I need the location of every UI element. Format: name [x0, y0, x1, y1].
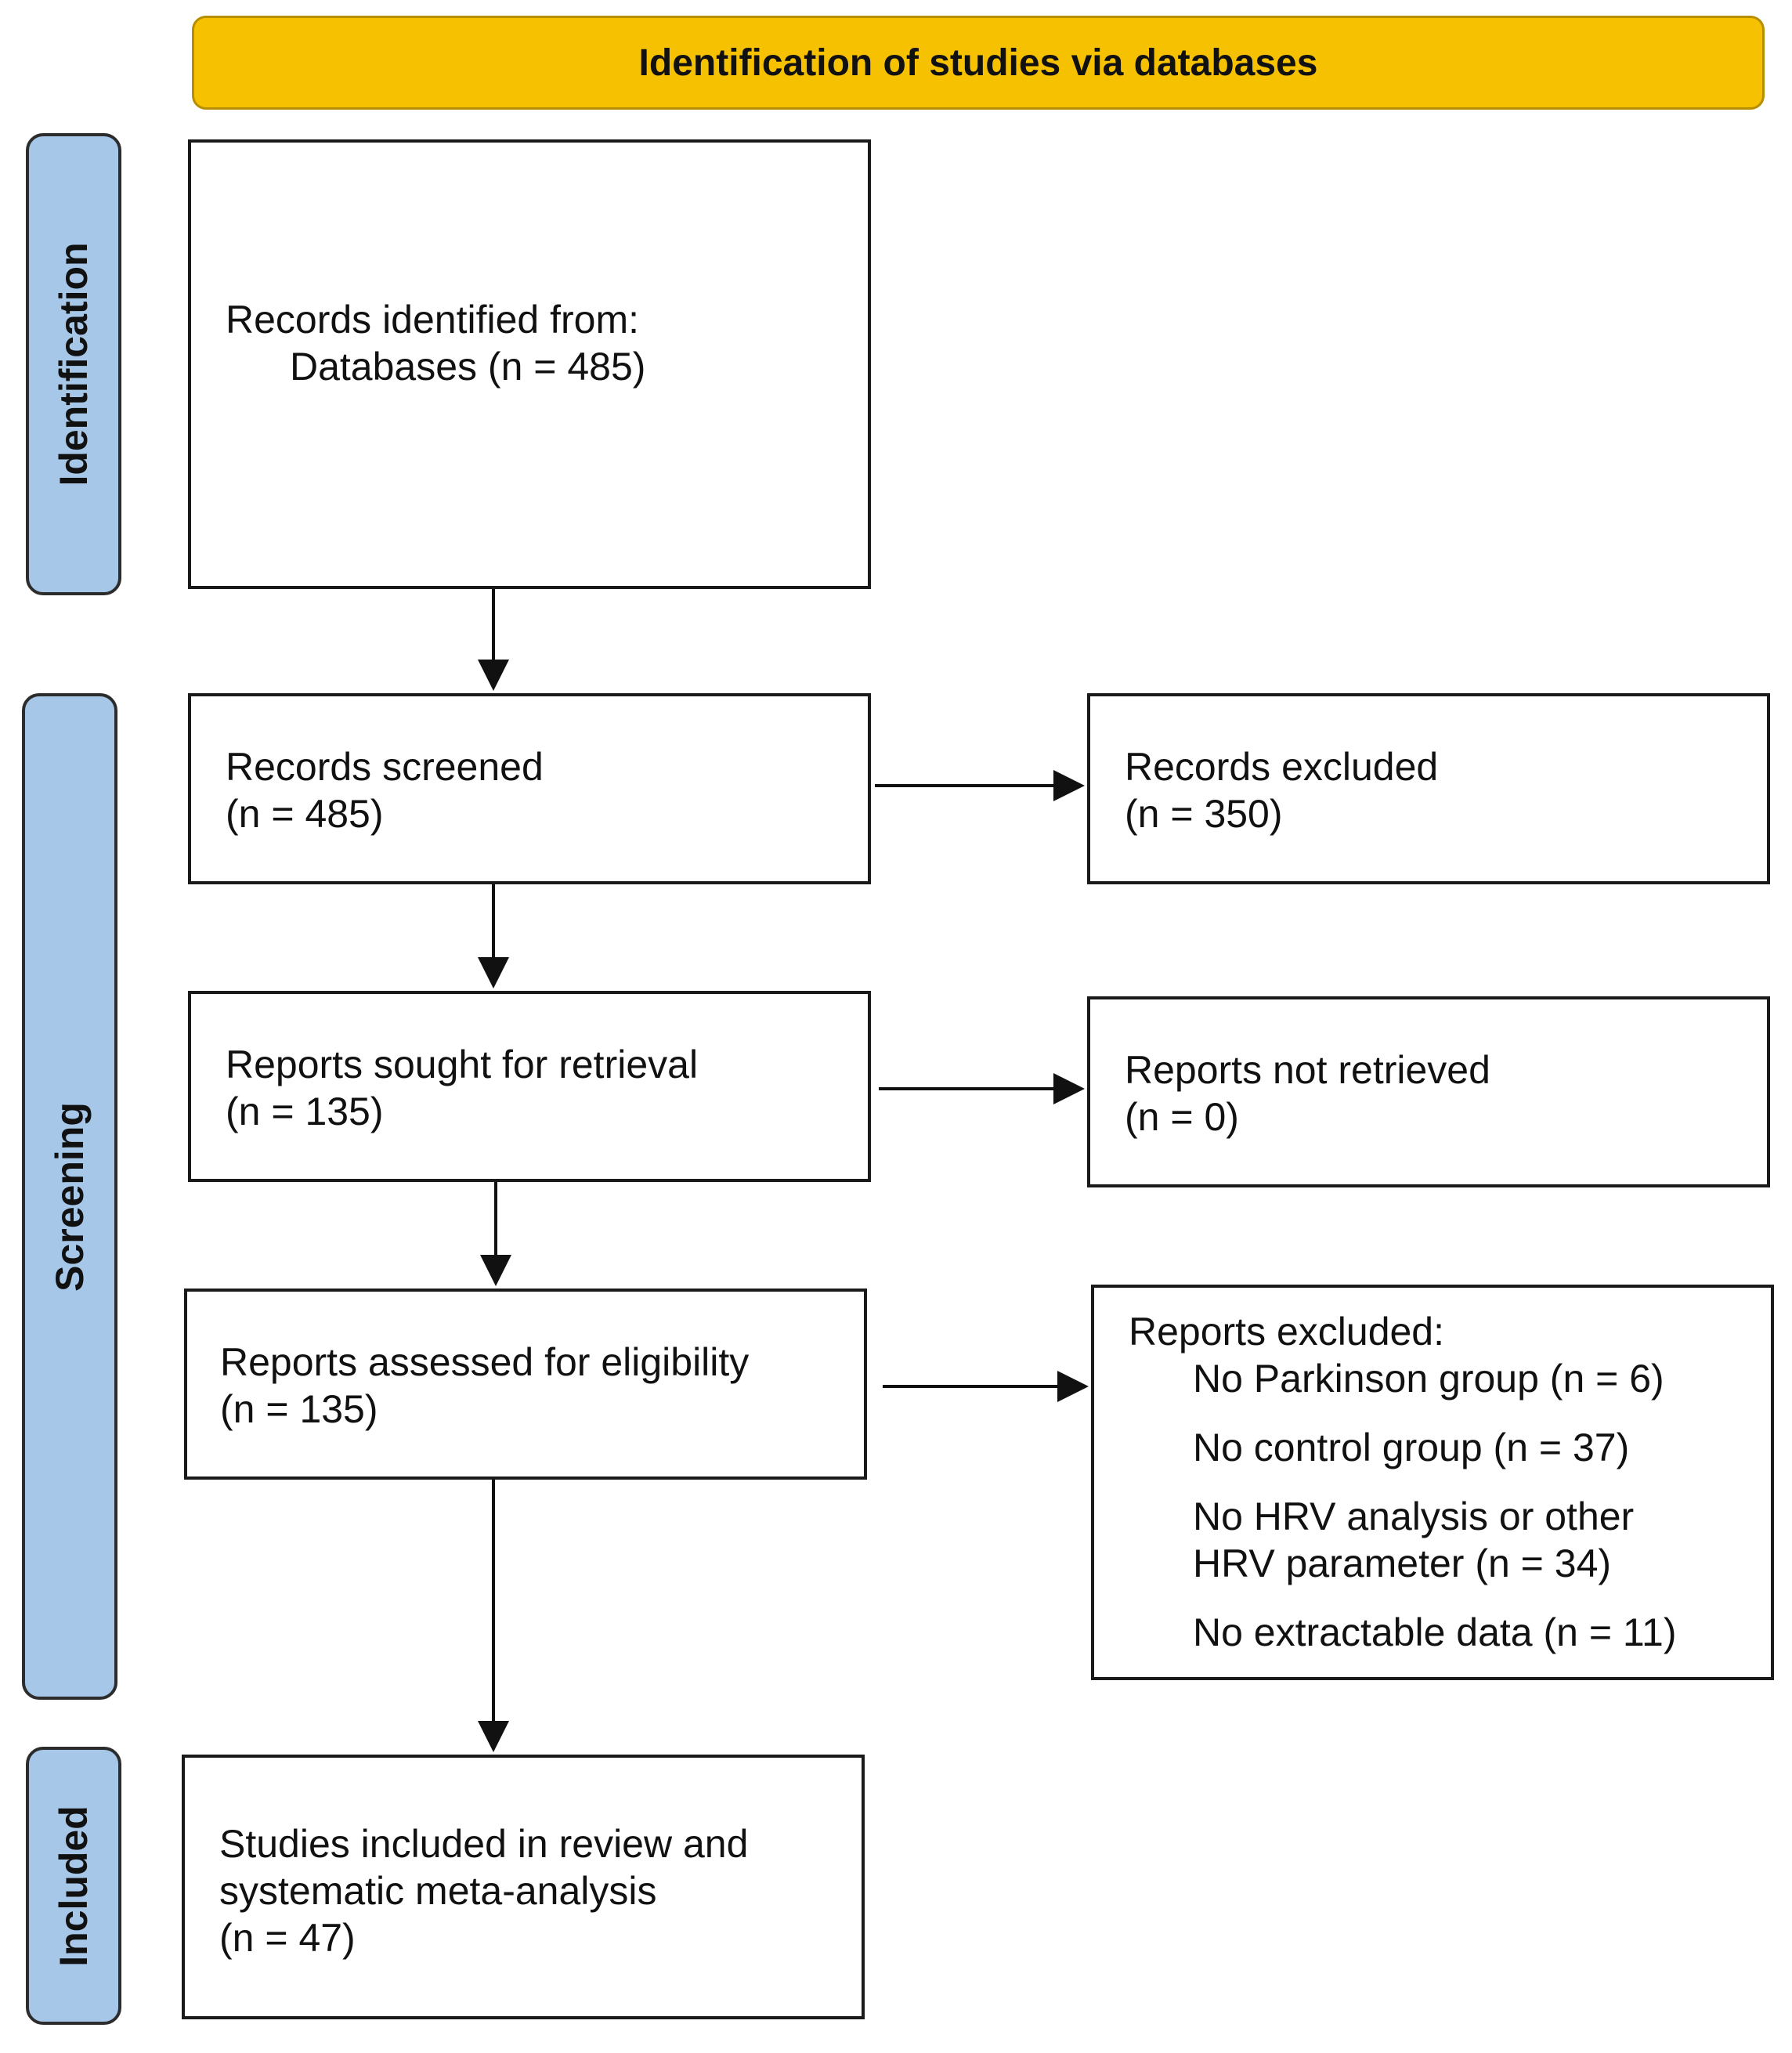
reason-hrv-parameter: HRV parameter (n = 34)	[1193, 1542, 1612, 1585]
reason-no-hrv-analysis: No HRV analysis or other	[1193, 1495, 1635, 1538]
reports-sought-label: Reports sought for retrieval	[226, 1043, 699, 1086]
studies-included-box: Studies included in review and systemati…	[182, 1755, 865, 2019]
records-excluded-box: Records excluded (n = 350)	[1087, 693, 1770, 884]
phase-included-label: Included	[52, 1805, 96, 1967]
header-title: Identification of studies via databases	[638, 42, 1318, 84]
phase-identification: Identification	[26, 133, 121, 595]
reports-assessed-label: Reports assessed for eligibility	[220, 1340, 750, 1384]
records-identified-label: Records identified from:	[226, 298, 640, 342]
records-excluded-label: Records excluded	[1125, 745, 1439, 789]
phase-identification-label: Identification	[52, 242, 96, 486]
reports-not-retrieved-count: (n = 0)	[1125, 1095, 1239, 1139]
studies-included-count: (n = 47)	[219, 1916, 356, 1960]
reports-assessed-box: Reports assessed for eligibility (n = 13…	[184, 1289, 867, 1480]
records-identified-box: Records identified from: Databases (n = …	[188, 139, 871, 589]
reports-not-retrieved-label: Reports not retrieved	[1125, 1048, 1490, 1092]
studies-included-label-2: systematic meta-analysis	[219, 1869, 657, 1913]
records-screened-count: (n = 485)	[226, 792, 384, 836]
reports-sought-count: (n = 135)	[226, 1090, 384, 1133]
studies-included-label-1: Studies included in review and	[219, 1822, 749, 1866]
reports-sought-box: Reports sought for retrieval (n = 135)	[188, 991, 871, 1182]
reason-no-control-group: No control group (n = 37)	[1193, 1426, 1630, 1469]
records-identified-count: Databases (n = 485)	[290, 345, 646, 389]
reports-assessed-count: (n = 135)	[220, 1387, 378, 1431]
reports-not-retrieved-box: Reports not retrieved (n = 0)	[1087, 996, 1770, 1187]
phase-included: Included	[26, 1747, 121, 2025]
reason-no-extractable-data: No extractable data (n = 11)	[1193, 1610, 1677, 1654]
records-screened-box: Records screened (n = 485)	[188, 693, 871, 884]
reports-excluded-title: Reports excluded:	[1129, 1310, 1445, 1354]
reason-no-parkinson-group: No Parkinson group (n = 6)	[1193, 1357, 1664, 1401]
records-excluded-count: (n = 350)	[1125, 792, 1283, 836]
reports-excluded-box: Reports excluded: No Parkinson group (n …	[1091, 1285, 1774, 1680]
header-banner: Identification of studies via databases	[192, 16, 1765, 110]
phase-screening: Screening	[22, 693, 117, 1700]
records-screened-label: Records screened	[226, 745, 544, 789]
phase-screening-label: Screening	[48, 1101, 92, 1292]
